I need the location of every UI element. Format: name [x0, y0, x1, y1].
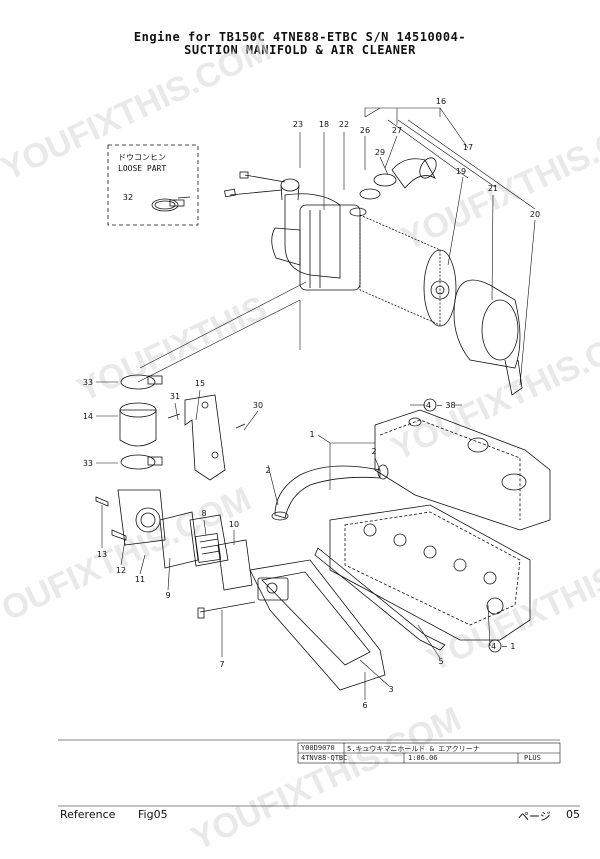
air-cleaner-assembly: [224, 157, 523, 396]
loose-part-en: LOOSE PART: [118, 164, 166, 173]
callout-7: 7: [219, 660, 224, 669]
cylinder-head: [314, 504, 531, 651]
footer-fig: Fig05: [138, 808, 168, 821]
title-block-desc: 5.キュウキマニホールド & エアクリーナ: [347, 745, 480, 753]
callout-30: 30: [253, 401, 263, 410]
callout-11: 11: [135, 575, 145, 584]
callout-12: 12: [116, 566, 126, 575]
callout-10: 10: [229, 520, 239, 529]
ref-4-38-label: 4 − 38: [426, 401, 456, 410]
breather-hose: [271, 464, 389, 521]
callout-9: 9: [165, 591, 170, 600]
ref-4-1: 4 − 1: [488, 639, 516, 653]
callout-2-left: 2: [265, 466, 270, 475]
callout-14: 14: [83, 412, 93, 421]
title-block-model: 4TNV88-QTBC: [301, 754, 348, 762]
callout-15: 15: [195, 379, 205, 388]
leader-lines: [96, 107, 536, 700]
loose-part-box: ドウコンヒン LOOSE PART: [107, 144, 199, 226]
callout-31: 31: [170, 392, 180, 401]
title-block-plus: PLUS: [524, 754, 541, 762]
valve-cover: [374, 409, 551, 531]
footer-page-number: 05: [566, 808, 580, 821]
hose-clamp-32: [151, 196, 191, 212]
callout-19: 19: [456, 167, 466, 176]
callout-32: 32: [123, 193, 133, 202]
callout-8: 8: [201, 509, 206, 518]
callout-26: 26: [360, 126, 370, 135]
callout-21: 21: [488, 184, 498, 193]
callout-22: 22: [339, 120, 349, 129]
callout-27: 27: [392, 126, 402, 135]
ref-4-1-label: 4 − 1: [491, 642, 516, 651]
footer-page-label: ページ: [518, 810, 551, 823]
title-block: [58, 739, 580, 807]
callout-33-bottom: 33: [83, 459, 93, 468]
callout-18: 18: [319, 120, 329, 129]
ref-4-38: 4 − 38: [423, 398, 456, 412]
intake-manifold: [197, 559, 386, 691]
callout-13: 13: [97, 550, 107, 559]
callout-6: 6: [362, 701, 367, 710]
footer-reference: Reference: [60, 808, 116, 821]
callout-20: 20: [530, 210, 540, 219]
callout-23: 23: [293, 120, 303, 129]
loose-part-jp: ドウコンヒン: [118, 153, 166, 162]
hose-assembly: [95, 374, 253, 591]
callout-29: 29: [375, 148, 385, 157]
header-line-1: Engine for TB150C 4TNE88-ETBC S/N 145100…: [133, 30, 467, 44]
callout-2-right: 2: [371, 447, 376, 456]
callout-16: 16: [436, 97, 446, 106]
title-block-code: Y00D9070: [301, 744, 335, 752]
callout-1: 1: [309, 430, 314, 439]
callout-3: 3: [388, 685, 393, 694]
callout-33-top: 33: [83, 378, 93, 387]
callout-5: 5: [438, 657, 443, 666]
title-block-date: 1:06.06: [408, 754, 438, 762]
callout-17: 17: [463, 143, 473, 152]
bracket-15: [167, 394, 246, 481]
header-line-2: SUCTION MANIFOLD & AIR CLEANER: [184, 43, 416, 57]
